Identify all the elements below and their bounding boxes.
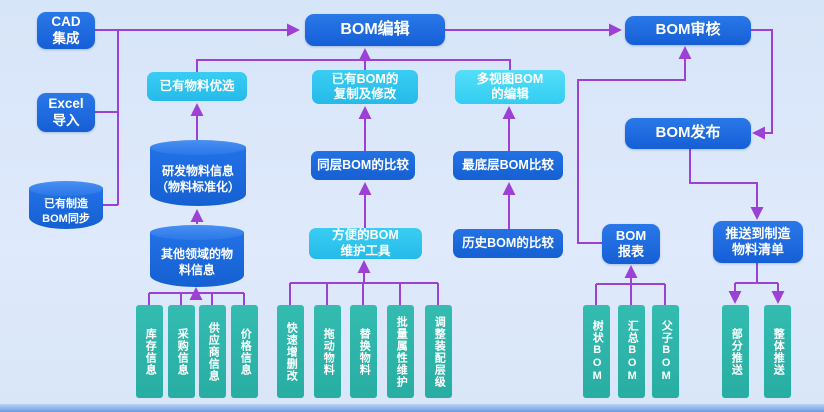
node-existing-mfg-bom-sync: 已有制造 BOM同步: [29, 181, 103, 229]
node-full-push: 整体推送: [764, 305, 791, 398]
node-bom-report: BOM 报表: [602, 224, 660, 264]
node-replace-material: 替换物料: [350, 305, 377, 398]
node-push-to-mfg-material-list: 推送到制造 物料清单: [713, 221, 803, 263]
node-supplier-info: 供应商信息: [199, 305, 226, 398]
node-adjust-assembly-level: 调整装配层级: [425, 305, 452, 398]
cylinder-body: [150, 147, 246, 206]
node-tree-bom: 树状BOM: [583, 305, 610, 398]
node-same-level-bom-compare: 同层BOM的比较: [311, 151, 415, 180]
node-partial-push: 部分推送: [722, 305, 749, 398]
node-excel-import: Excel 导入: [37, 93, 95, 132]
node-bottom-level-bom-compare: 最底层BOM比较: [453, 151, 563, 180]
node-summary-bom: 汇总BOM: [618, 305, 645, 398]
node-bom-publish: BOM发布: [625, 118, 751, 149]
node-quick-add-delete-edit: 快速增删改: [277, 305, 304, 398]
cylinder-top: [150, 140, 246, 155]
node-bom-copy-modify: 已有BOM的 复制及修改: [312, 70, 418, 104]
cylinder-top: [150, 225, 244, 240]
node-multiview-bom-edit: 多视图BOM 的编辑: [455, 70, 565, 104]
node-bom-edit: BOM编辑: [305, 14, 445, 46]
cylinder-body: [150, 232, 244, 287]
node-price-info: 价格信息: [231, 305, 258, 398]
node-bom-review: BOM审核: [625, 16, 751, 45]
node-drag-material: 拖动物料: [314, 305, 341, 398]
cylinder-top: [29, 181, 103, 196]
node-rd-material-info: 研发物料信息 （物料标准化）: [150, 140, 246, 206]
node-inventory-info: 库存信息: [136, 305, 163, 398]
node-cad-integration: CAD 集成: [37, 12, 95, 49]
node-history-bom-compare: 历史BOM的比较: [453, 229, 563, 258]
node-purchase-info: 采购信息: [168, 305, 195, 398]
node-bom-maintenance-tools: 方便的BOM 维护工具: [309, 228, 422, 259]
bottom-accent-bar: [0, 404, 824, 412]
node-batch-attribute-maintain: 批量属性维护: [387, 305, 414, 398]
node-parent-child-bom: 父子BOM: [652, 305, 679, 398]
node-material-preferred-select: 已有物料优选: [147, 72, 247, 101]
node-other-domain-material-info: 其他领域的物 料信息: [150, 225, 244, 287]
